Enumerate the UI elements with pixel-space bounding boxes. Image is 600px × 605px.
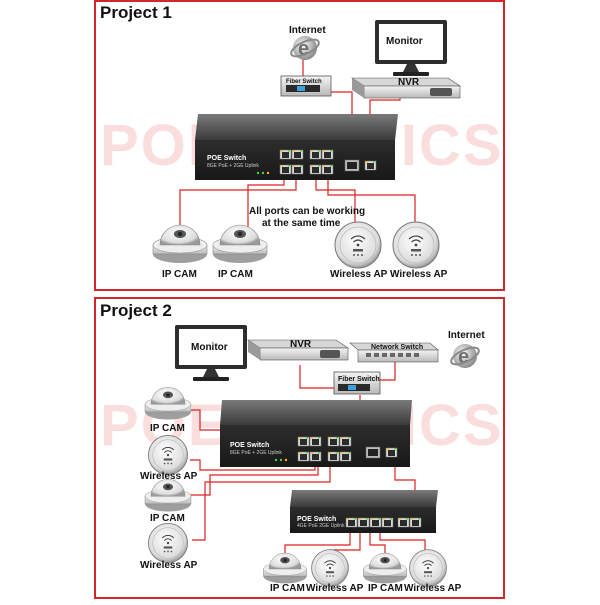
p1-monitor-label: Monitor [386, 36, 423, 47]
p1-nvr-label: NVR [398, 77, 420, 88]
p2-fiber-switch: Fiber Switch [333, 371, 381, 395]
p1-poe-switch: POE Switch 8GE PoE + 2GE Uplink [195, 114, 398, 180]
p2-bottom-ipcam-2 [362, 552, 408, 584]
p2-poe-switch-small: POE Switch 4GE PoE 2GE Uplink [290, 490, 438, 533]
p2-internet-icon [447, 343, 483, 369]
p2-left-ipcam-2 [144, 478, 192, 512]
p1-nvr: NVR [351, 77, 461, 99]
project-1-frame [94, 0, 505, 291]
p2-left-1-label: IP CAM [150, 423, 185, 434]
p2-monitor-label: Monitor [191, 342, 228, 353]
p2-bottom-2-label: Wireless AP [306, 583, 364, 594]
p2-left-ap-1 [147, 434, 189, 476]
p2-left-2-label: Wireless AP [140, 471, 198, 482]
p2-fiber-switch-label: Fiber Switch [338, 376, 380, 383]
p1-ap-2 [392, 221, 440, 269]
p1-ap-2-label: Wireless AP [390, 269, 448, 280]
p2-poe-switch-sub: 8GE PoE + 2GE Uplink [230, 450, 282, 456]
p1-fiber-switch: Fiber Switch [280, 75, 332, 97]
p1-ap-1-label: Wireless AP [330, 269, 388, 280]
p2-left-3-label: IP CAM [150, 513, 185, 524]
p2-internet-label: Internet [448, 330, 485, 341]
p2-poe-switch-small-label: POE Switch [297, 516, 336, 523]
p2-bottom-ap-1 [311, 549, 349, 587]
p1-poe-switch-label: POE Switch [207, 155, 246, 162]
p1-ipcam-2-label: IP CAM [218, 269, 253, 280]
project-1-wires [179, 57, 416, 230]
p2-poe-switch: POE Switch 8GE PoE + 2GE Uplink [220, 400, 412, 467]
p2-poe-switch-small-sub: 4GE PoE 2GE Uplink [297, 523, 345, 529]
p2-left-ap-2 [147, 522, 189, 564]
p1-internet-label: Internet [289, 25, 326, 36]
p1-note-line2: at the same time [262, 218, 341, 229]
p2-monitor [175, 325, 247, 381]
p1-poe-switch-sub: 8GE PoE + 2GE Uplink [207, 163, 259, 169]
p2-network-switch-label: Network Switch [371, 344, 423, 351]
p2-bottom-ipcam-1 [262, 552, 308, 584]
p2-left-4-label: Wireless AP [140, 560, 198, 571]
p1-ap-1 [334, 221, 382, 269]
p1-fiber-switch-label: Fiber Switch [286, 79, 322, 85]
p2-bottom-3-label: IP CAM [368, 583, 403, 594]
p1-internet-icon [287, 35, 323, 61]
p2-network-switch: Network Switch [349, 342, 439, 363]
p1-ipcam-2 [212, 224, 268, 264]
p1-note-line1: All ports can be working [249, 206, 365, 217]
project-2-title: Project 2 [100, 301, 172, 320]
p2-bottom-1-label: IP CAM [270, 583, 305, 594]
p1-monitor [375, 20, 447, 76]
project-1-title: Project 1 [100, 3, 172, 22]
project-2-frame [94, 297, 505, 599]
p1-ipcam-1-label: IP CAM [162, 269, 197, 280]
p2-bottom-4-label: Wireless AP [404, 583, 462, 594]
p2-nvr-label: NVR [290, 339, 312, 350]
p2-nvr: NVR [247, 339, 349, 361]
p2-bottom-ap-2 [409, 549, 447, 587]
p2-poe-switch-label: POE Switch [230, 442, 269, 449]
p1-ipcam-1 [152, 224, 208, 264]
